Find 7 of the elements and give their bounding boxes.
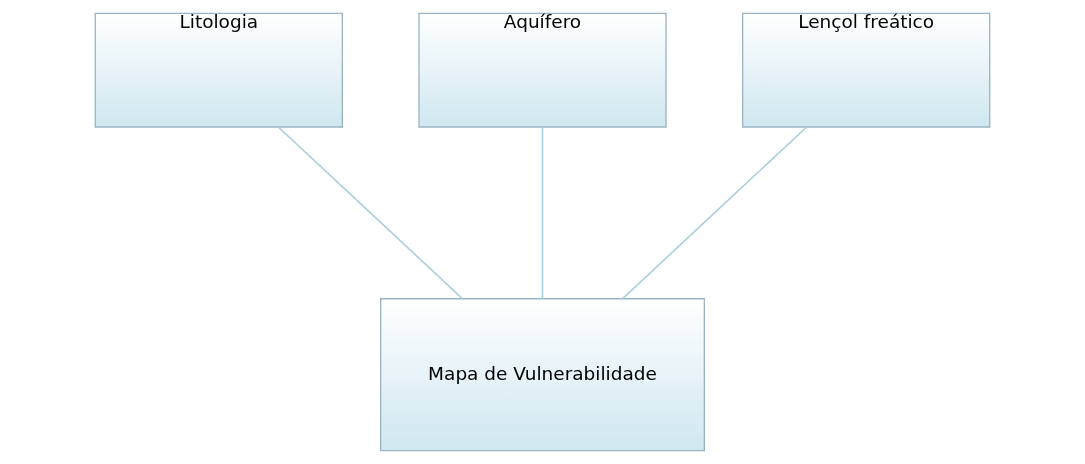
connector	[541, 126, 544, 300]
node-box: Litologia	[94, 12, 343, 128]
node-box: Lençol freático	[742, 12, 991, 128]
node-box: Aquífero	[418, 12, 667, 128]
connector	[621, 126, 808, 300]
node-box: Mapa de Vulnerabilidade	[380, 298, 705, 452]
connector	[277, 126, 464, 300]
